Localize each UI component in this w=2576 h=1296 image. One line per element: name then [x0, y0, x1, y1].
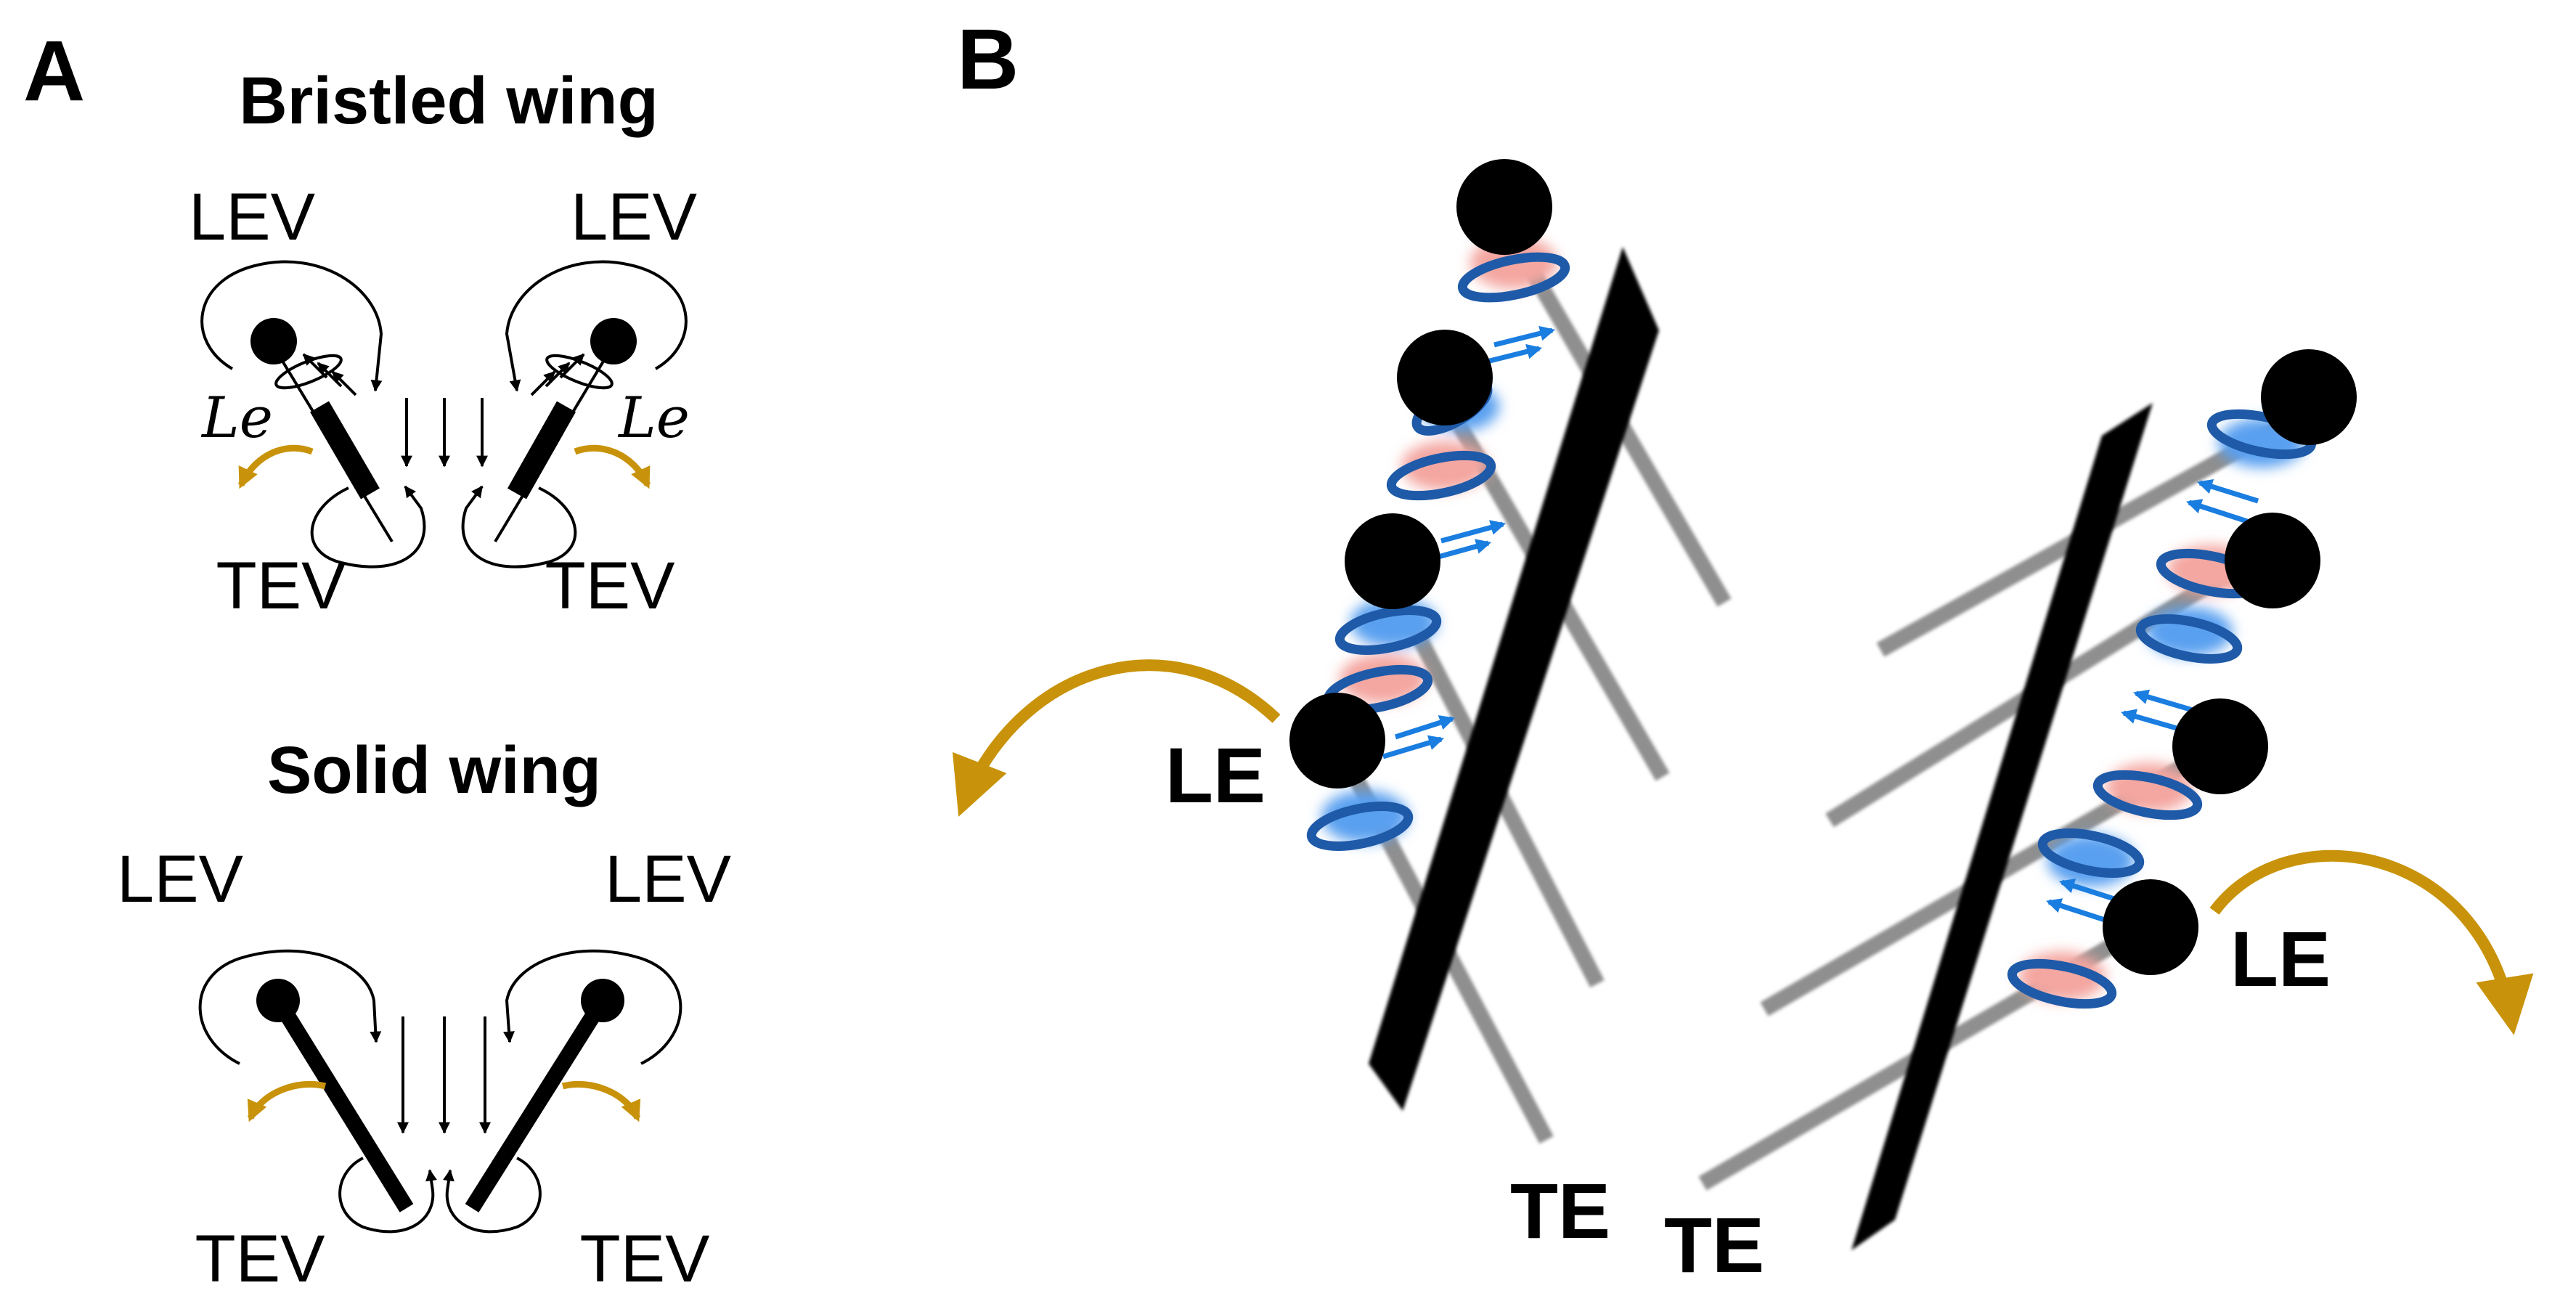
solid-lev-right-label: LEV: [605, 842, 731, 916]
left-wing-leading-edges: [1289, 159, 1552, 788]
panel-b-label: B: [957, 12, 1019, 107]
bristled-lev-left-label: LEV: [189, 180, 315, 254]
bristled-right-leakage: [530, 353, 614, 396]
left-wing-membrane: [1369, 247, 1659, 1111]
bristled-downwash-arrows: [401, 398, 488, 468]
left-le-label: LE: [1165, 731, 1265, 819]
left-wing-fling-arrow: [953, 659, 1281, 817]
bristled-tev-right-label: TEV: [545, 549, 675, 623]
solid-tev-right-label: TEV: [580, 1222, 710, 1296]
bristled-right-tev-loop: [461, 485, 577, 568]
solid-left-tev-loop: [338, 1157, 437, 1234]
bristled-left-leading-edge: [250, 318, 297, 364]
bristled-wing-title: Bristled wing: [239, 64, 659, 138]
solid-right-fling-arrow: [561, 1080, 641, 1122]
right-wing-leading-edges: [2103, 349, 2357, 975]
solid-right-lev-loop: [503, 949, 682, 1065]
solid-left-lev-loop: [198, 949, 382, 1065]
bristled-le-left-label: Le: [200, 386, 273, 451]
bristled-left-wing: [250, 318, 394, 543]
bristled-tev-left-label: TEV: [216, 549, 346, 623]
bristled-right-wing-membrane: [507, 401, 576, 500]
left-wing-vortex-rings: [1306, 252, 1570, 851]
solid-wing-diagram: Solid wing LEV LEV TEV TEV: [117, 733, 731, 1296]
bristled-left-wing-membrane: [310, 401, 380, 500]
bristled-right-fling-arrow: [574, 444, 651, 489]
solid-tev-left-label: TEV: [195, 1222, 325, 1296]
left-te-label: TE: [1510, 1167, 1610, 1255]
right-3d-wing: [1698, 349, 2534, 1250]
right-wing-flow-arrows: [2046, 478, 2259, 924]
solid-downwash-arrows: [397, 1016, 491, 1134]
bristled-wing-diagram: Bristled wing: [189, 64, 697, 623]
right-le-label: LE: [2230, 915, 2331, 1003]
panel-a-label: A: [23, 23, 85, 119]
bristled-left-leakage: [274, 353, 357, 396]
left-wing-flow-arrows: [1382, 325, 1556, 759]
solid-left-leading-edge: [256, 979, 300, 1022]
bristled-right-lev-loop: [505, 260, 688, 392]
bristled-lev-right-label: LEV: [571, 180, 697, 254]
solid-right-wing: [465, 996, 610, 1213]
bristled-right-wing: [494, 318, 637, 543]
bristled-left-fling-arrow: [237, 444, 314, 489]
solid-right-leading-edge: [581, 979, 624, 1022]
right-wing-fling-arrow: [2209, 849, 2534, 1035]
bristled-left-lev-loop: [200, 260, 383, 392]
panel-b: B: [953, 12, 2534, 1289]
solid-wing-title: Solid wing: [267, 733, 601, 807]
panel-a: A Bristled wing: [23, 23, 731, 1296]
solid-left-wing: [271, 996, 414, 1213]
right-te-label: TE: [1664, 1201, 1764, 1289]
solid-left-fling-arrow: [247, 1080, 327, 1122]
bristled-le-right-label: Le: [617, 386, 690, 451]
solid-lev-left-label: LEV: [117, 842, 243, 916]
right-wing-membrane: [1851, 403, 2153, 1250]
left-3d-wing: [953, 159, 1732, 1144]
solid-right-tev-loop: [443, 1157, 542, 1234]
bristled-left-tev-loop: [310, 485, 426, 568]
bristled-right-leading-edge: [590, 318, 637, 364]
